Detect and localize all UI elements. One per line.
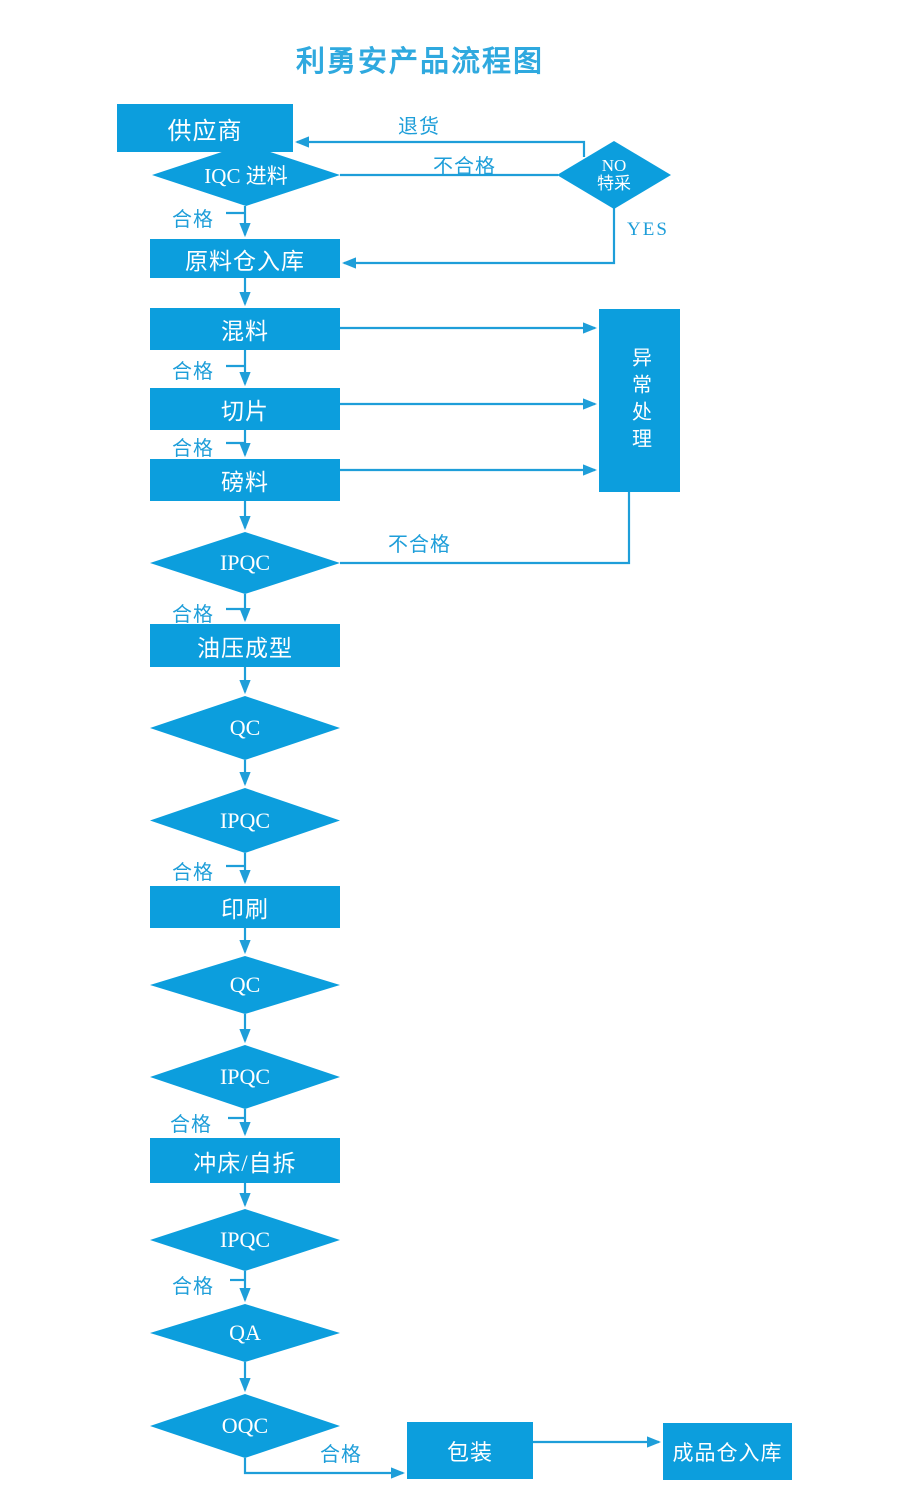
node-packing-label: 包装 — [446, 1439, 493, 1465]
node-hydraulic-forming-label: 油压成型 — [197, 635, 293, 661]
node-ipqc-2-label: IPQC — [219, 807, 271, 833]
edge-yes — [341, 208, 616, 269]
node-qc-1-label: QC — [229, 715, 261, 740]
node-ipqc-3-label: IPQC — [219, 1064, 271, 1089]
label-pass-ipqc4: 合格 — [172, 1276, 214, 1298]
label-pass-ipqc2: 合格 — [172, 862, 214, 884]
node-exception-handling: 异常处理 — [599, 309, 680, 492]
node-packing: 包装 — [407, 1422, 533, 1479]
node-qc-2-label: QC — [229, 972, 261, 997]
label-pass-ipqc1: 合格 — [172, 604, 214, 626]
label-return-goods: 退货 — [398, 116, 440, 138]
node-weighing-label: 磅料 — [221, 470, 269, 495]
label-pass-oqc: 合格 — [320, 1444, 362, 1466]
node-supplier: 供应商 — [117, 104, 293, 152]
label-pass-slice: 合格 — [172, 438, 214, 460]
node-weighing: 磅料 — [150, 459, 340, 501]
node-oqc-label: OQC — [221, 1413, 269, 1438]
label-pass-ipqc3: 合格 — [170, 1114, 212, 1136]
page-title: 利勇安产品流程图 — [295, 44, 544, 78]
node-raw-material-warehouse: 原料仓入库 — [150, 239, 340, 278]
node-mixing-label: 混料 — [221, 319, 269, 344]
edge-return-goods — [294, 136, 586, 157]
node-finished-goods-warehouse-label: 成品仓入库 — [672, 1440, 783, 1465]
label-yes: YES — [627, 219, 669, 240]
edge-oqc-pack — [243, 1458, 406, 1479]
node-finished-goods-warehouse: 成品仓入库 — [663, 1423, 792, 1480]
node-iqc-incoming-label: IQC 进料 — [204, 164, 288, 188]
node-punching-label: 冲床/自拆 — [193, 1150, 297, 1176]
node-exception-handling-label: 异常处理 — [628, 346, 651, 455]
node-no-special-acceptance-line2: 特采 — [597, 174, 631, 193]
node-mixing: 混料 — [150, 308, 340, 350]
node-slicing: 切片 — [150, 388, 340, 430]
label-reject-ipqc: 不合格 — [388, 534, 451, 556]
node-supplier-label: 供应商 — [167, 118, 243, 145]
node-printing: 印刷 — [150, 886, 340, 928]
label-pass-mix: 合格 — [172, 361, 214, 383]
node-hydraulic-forming: 油压成型 — [150, 624, 340, 667]
node-ipqc-4-label: IPQC — [219, 1227, 271, 1252]
node-raw-material-warehouse-label: 原料仓入库 — [185, 248, 305, 274]
edge-ipqc1-exception — [340, 492, 631, 565]
node-slicing-label: 切片 — [221, 399, 269, 424]
label-reject-top: 不合格 — [433, 156, 496, 178]
label-pass-iqc: 合格 — [172, 209, 214, 231]
node-qa-label: QA — [229, 1320, 261, 1345]
node-ipqc-1-label: IPQC — [219, 550, 271, 575]
node-no-special-acceptance-line1: NO — [601, 156, 627, 176]
node-printing-label: 印刷 — [221, 897, 269, 922]
node-punching: 冲床/自拆 — [150, 1138, 340, 1183]
